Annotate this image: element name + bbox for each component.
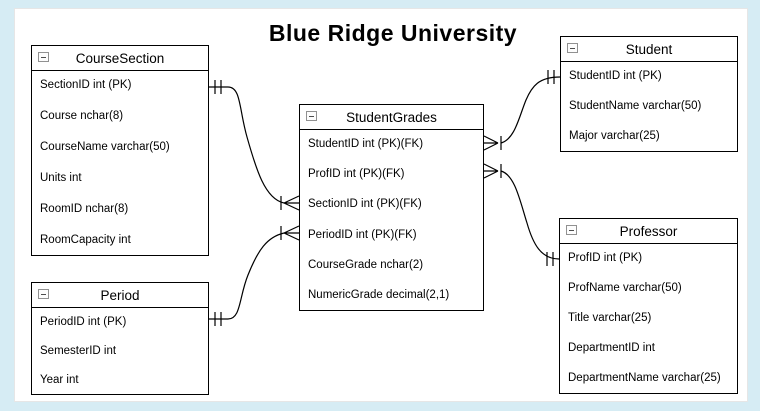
one-cardinality-ticks (546, 252, 554, 266)
table-header[interactable]: Student (561, 37, 737, 62)
relationship-line[interactable] (500, 76, 561, 144)
field-rows: StudentID int (PK)(FK) ProfID int (PK)(FK… (300, 129, 483, 310)
table-header[interactable]: CourseSection (32, 46, 208, 71)
field-row[interactable]: RoomCapacity int (40, 233, 131, 246)
field-row[interactable]: DepartmentID int (568, 342, 655, 354)
field-row[interactable]: CourseName varchar(50) (40, 141, 170, 154)
many-crowfoot (280, 195, 300, 211)
field-row[interactable]: ProfID int (PK) (568, 252, 643, 264)
field-row[interactable]: Units int (40, 171, 82, 184)
field-row[interactable]: SemesterID int (40, 344, 117, 357)
field-row[interactable]: NumericGrade decimal(2,1) (308, 288, 450, 301)
minus-glyph (569, 229, 574, 231)
table-header[interactable]: StudentGrades (300, 105, 483, 130)
one-cardinality-ticks (214, 80, 222, 94)
relationship-line[interactable] (209, 232, 285, 320)
collapse-icon[interactable] (38, 289, 49, 299)
page-title: Blue Ridge University (268, 20, 518, 46)
field-row[interactable]: Year int (40, 373, 79, 386)
relationship-line[interactable] (209, 86, 285, 204)
field-row[interactable]: PeriodID int (PK)(FK) (308, 228, 417, 241)
collapse-icon[interactable] (38, 52, 49, 62)
field-row[interactable]: CourseGrade nchar(2) (308, 258, 424, 271)
minus-glyph (309, 115, 314, 117)
relationship-professor-studentgrades[interactable] (483, 163, 560, 266)
field-row[interactable]: Course nchar(8) (40, 110, 124, 123)
table-name: StudentGrades (346, 109, 437, 125)
field-row[interactable]: SectionID int (PK) (40, 79, 132, 92)
field-row[interactable]: ProfName varchar(50) (568, 282, 682, 294)
table-name: CourseSection (75, 50, 165, 66)
table-name: Student (625, 41, 673, 57)
field-row[interactable]: StudentID int (PK)(FK) (308, 138, 424, 151)
table-header[interactable]: Period (32, 283, 208, 308)
one-cardinality-ticks (214, 312, 222, 326)
field-row[interactable]: ProfID int (PK)(FK) (308, 168, 405, 181)
table-name: Period (100, 287, 140, 303)
field-row[interactable]: Major varchar(25) (569, 130, 660, 142)
field-row[interactable]: StudentName varchar(50) (569, 100, 702, 112)
relationship-line[interactable] (500, 170, 560, 260)
collapse-icon[interactable] (566, 225, 577, 235)
minus-glyph (41, 56, 46, 58)
field-row[interactable]: RoomID nchar(8) (40, 202, 129, 215)
table-name: Professor (619, 223, 678, 239)
many-crowfoot (483, 135, 502, 151)
field-rows: ProfID int (PK) ProfName varchar(50) Title… (560, 243, 737, 393)
one-cardinality-ticks (547, 70, 555, 84)
relationships-layer (209, 70, 561, 326)
field-row[interactable]: DepartmentName varchar(25) (568, 372, 721, 384)
field-row[interactable]: SectionID int (PK)(FK) (308, 198, 422, 211)
field-row[interactable]: Title varchar(25) (568, 312, 652, 324)
field-rows: SectionID int (PK) Course nchar(8) CourseN… (32, 70, 208, 255)
many-crowfoot (280, 225, 300, 241)
collapse-icon[interactable] (306, 111, 317, 121)
relationship-student-studentgrades[interactable] (483, 70, 561, 151)
many-crowfoot (483, 163, 502, 179)
field-row[interactable]: StudentID int (PK) (569, 70, 662, 82)
collapse-icon[interactable] (567, 43, 578, 53)
field-rows: StudentID int (PK) StudentName varchar(50… (561, 61, 737, 151)
table-header[interactable]: Professor (560, 219, 737, 244)
relationship-period-studentgrades[interactable] (209, 225, 300, 326)
minus-glyph (41, 293, 46, 295)
relationship-coursesection-studentgrades[interactable] (209, 80, 300, 211)
minus-glyph (570, 47, 575, 49)
field-row[interactable]: PeriodID int (PK) (40, 315, 127, 328)
